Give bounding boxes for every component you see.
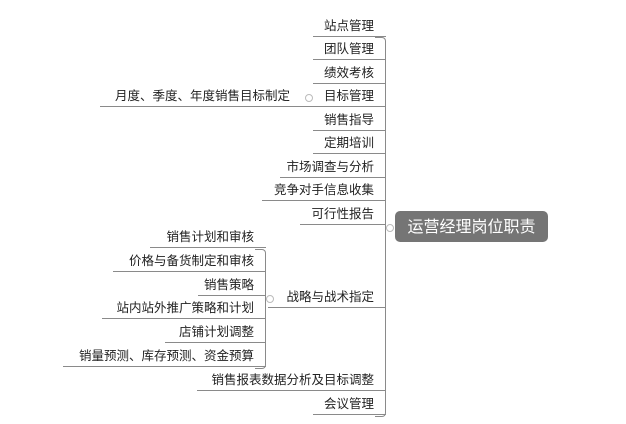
strategy-child-item[interactable]: 销量预测、库存预测、资金预算 [63, 345, 266, 367]
strategy-child-item[interactable]: 站内站外推广策略和计划 [102, 297, 266, 319]
branch-strategy[interactable]: 战略与战术指定 [268, 286, 386, 308]
strategy-child-item[interactable]: 店铺计划调整 [165, 321, 266, 343]
collapse-root-icon[interactable] [386, 224, 394, 232]
strategy-child-item[interactable]: 销售计划和审核 [150, 226, 266, 248]
collapse-strategy-icon[interactable] [266, 295, 274, 303]
strategy-child-item[interactable]: 价格与备货制定和审核 [113, 250, 266, 272]
strategy-child-item[interactable]: 销售策略 [198, 274, 266, 296]
branch-site-management[interactable]: 站点管理 [313, 15, 386, 37]
branch-feasibility-report[interactable]: 可行性报告 [300, 203, 386, 225]
root-node[interactable]: 运营经理岗位职责 [395, 211, 548, 242]
branch-market-research[interactable]: 市场调查与分析 [280, 156, 386, 178]
branch-training[interactable]: 定期培训 [313, 132, 386, 154]
collapse-goal-icon[interactable] [305, 94, 313, 102]
branch-sales-report[interactable]: 销售报表数据分析及目标调整 [197, 369, 386, 391]
branch-team-management[interactable]: 团队管理 [313, 38, 386, 60]
branch-performance[interactable]: 绩效考核 [313, 62, 386, 84]
main-bracket [375, 37, 386, 417]
strategy-bracket [255, 249, 266, 369]
goal-child-item[interactable]: 月度、季度、年度销售目标制定 [100, 85, 300, 107]
branch-competitor-info[interactable]: 竞争对手信息收集 [262, 179, 386, 201]
branch-sales-guidance[interactable]: 销售指导 [313, 109, 386, 131]
branch-goal-management[interactable]: 目标管理 [300, 85, 386, 107]
branch-meeting-management[interactable]: 会议管理 [313, 393, 386, 415]
